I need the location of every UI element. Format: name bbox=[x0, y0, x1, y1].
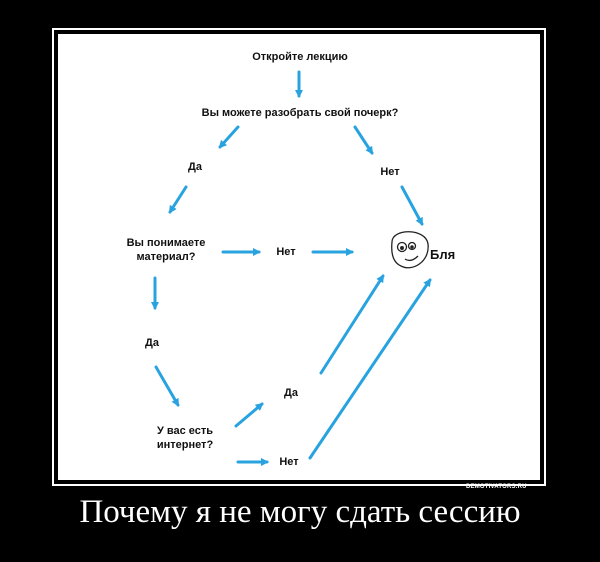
derp-face-icon bbox=[391, 231, 429, 269]
watermark: DEMOTIVATORS.RU bbox=[466, 484, 527, 490]
arrow-no-to-result bbox=[400, 185, 424, 226]
arrow-handwriting-to-no bbox=[353, 125, 374, 155]
poster-panel bbox=[58, 34, 540, 480]
node-no-3: Нет bbox=[279, 456, 299, 468]
poster-frame bbox=[52, 28, 546, 486]
node-handwriting-question: Вы можете разобрать свой почерк? bbox=[201, 107, 399, 119]
node-understand-question: Вы понимаете материал? bbox=[126, 237, 206, 263]
node-no-2: Нет bbox=[276, 246, 296, 258]
node-yes-2: Да bbox=[145, 337, 159, 349]
node-start: Откройте лекцию bbox=[252, 51, 348, 63]
arrow-yes-to-understand bbox=[168, 185, 188, 214]
arrow-no3-to-result bbox=[308, 278, 432, 460]
arrow-yes3-to-result bbox=[319, 274, 385, 375]
arrow-yes2-to-internet bbox=[154, 365, 180, 407]
poster-caption: Почему я не могу сдать сессию bbox=[79, 494, 521, 530]
arrow-internet-to-yes bbox=[234, 402, 264, 428]
node-yes-3: Да bbox=[284, 387, 298, 399]
node-yes-1: Да bbox=[188, 161, 202, 173]
node-result: Бля bbox=[430, 247, 456, 262]
node-no-1: Нет bbox=[380, 166, 400, 178]
arrow-handwriting-to-yes bbox=[218, 125, 240, 149]
node-internet-question: У вас есть интернет? bbox=[156, 425, 214, 451]
